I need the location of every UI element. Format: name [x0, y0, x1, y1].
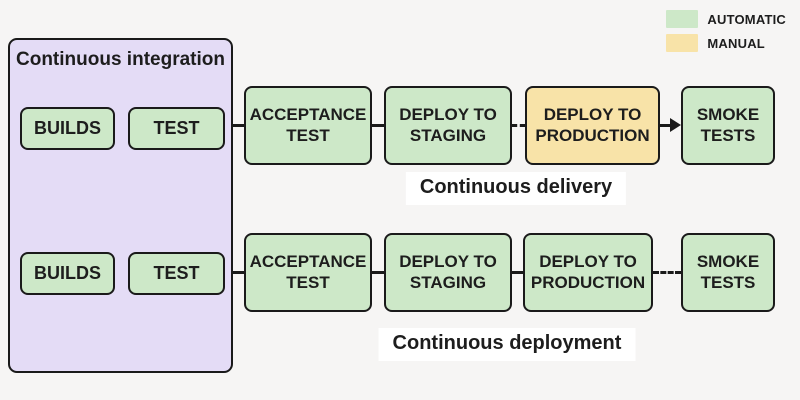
continuous-integration-title: Continuous integration [16, 49, 225, 70]
continuous-integration-container: Continuous integration BUILDS TEST BUILD… [8, 38, 233, 373]
connector-delivery-2-3 [512, 124, 525, 127]
legend-item-manual: MANUAL [666, 34, 786, 52]
delivery-smoke-tests-box: SMOKE TESTS [681, 86, 775, 165]
continuous-deployment-label: Continuous deployment [378, 328, 636, 361]
legend-label-automatic: AUTOMATIC [707, 11, 786, 27]
builds-box-bottom: BUILDS [20, 252, 115, 295]
builds-box-top: BUILDS [20, 107, 115, 150]
test-box-top: TEST [128, 107, 225, 150]
connector-deployment-3-4 [653, 271, 681, 274]
deployment-deploy-production-box: DEPLOY TO PRODUCTION [523, 233, 653, 312]
connector-deployment-2-3 [512, 271, 523, 274]
continuous-delivery-label: Continuous delivery [405, 172, 627, 205]
delivery-deploy-production-box: DEPLOY TO PRODUCTION [525, 86, 660, 165]
legend: AUTOMATIC MANUAL [666, 10, 786, 52]
connector-ci-to-deployment [233, 271, 244, 274]
legend-label-manual: MANUAL [707, 35, 765, 51]
deployment-acceptance-test-box: ACCEPTANCE TEST [244, 233, 372, 312]
delivery-acceptance-test-box: ACCEPTANCE TEST [244, 86, 372, 165]
automatic-swatch-icon [666, 10, 699, 28]
test-box-bottom: TEST [128, 252, 225, 295]
manual-swatch-icon [666, 34, 699, 52]
arrow-head-icon [670, 118, 681, 132]
connector-ci-to-delivery [233, 124, 244, 127]
connector-delivery-1-2 [372, 124, 384, 127]
delivery-deploy-staging-box: DEPLOY TO STAGING [384, 86, 512, 165]
deployment-deploy-staging-box: DEPLOY TO STAGING [384, 233, 512, 312]
connector-deployment-1-2 [372, 271, 384, 274]
legend-item-automatic: AUTOMATIC [666, 10, 786, 28]
deployment-smoke-tests-box: SMOKE TESTS [681, 233, 775, 312]
connector-delivery-3-4 [660, 124, 672, 127]
